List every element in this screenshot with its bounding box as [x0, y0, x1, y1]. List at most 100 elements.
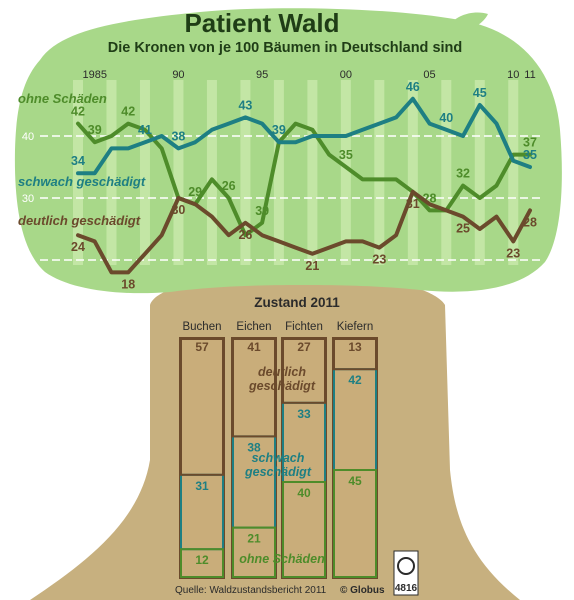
data-label: 30	[171, 203, 185, 217]
year-stripe	[374, 80, 385, 265]
year-stripe	[273, 80, 284, 265]
data-label: 21	[305, 259, 319, 273]
data-label: 26	[222, 179, 236, 193]
data-label: 46	[406, 80, 420, 94]
bar-segment-deutlich	[180, 338, 224, 476]
series-line	[76, 189, 532, 275]
year-stripe	[240, 80, 251, 265]
data-label: 41	[138, 123, 152, 137]
y-tick-label: 40	[22, 131, 34, 143]
x-tick-label: 11	[524, 69, 535, 81]
bar-value-schwach: 38	[247, 440, 261, 454]
bar-category-label: Eichen	[236, 321, 271, 333]
chart-title: Patient Wald	[184, 8, 339, 38]
data-label: 35	[523, 148, 537, 162]
data-label: 26	[238, 228, 252, 242]
x-tick-label: 95	[256, 69, 268, 81]
year-stripe	[307, 80, 318, 265]
x-tick-label: 05	[423, 69, 435, 81]
bar-segment-ohne	[232, 526, 276, 578]
segment-label-deutlich: geschädigt	[248, 379, 316, 393]
bar-value-ohne: 21	[247, 532, 261, 546]
data-label: 43	[238, 98, 252, 112]
data-label: 45	[473, 86, 487, 100]
data-label: 42	[121, 105, 135, 119]
series-line	[76, 96, 532, 176]
bar-segment-ohne	[180, 548, 224, 579]
data-label: 24	[71, 240, 85, 254]
year-stripe	[206, 80, 217, 265]
leaf-icon	[448, 12, 488, 31]
bar-segment-ohne	[282, 481, 326, 578]
y-tick-label: 20	[22, 255, 34, 267]
data-label: 25	[456, 222, 470, 236]
data-label: 40	[439, 111, 453, 125]
year-stripe	[340, 80, 351, 265]
segment-label-deutlich: deutlich	[258, 365, 306, 379]
bar-value-schwach: 31	[195, 479, 209, 493]
segment-label-ohne: ohne Schäden	[239, 552, 325, 566]
data-label: 39	[88, 123, 102, 137]
x-tick-label: 10	[507, 69, 519, 81]
data-label: 39	[255, 204, 269, 218]
publisher-name: © Globus	[340, 585, 385, 596]
year-stripe	[407, 80, 418, 265]
data-label: 42	[71, 105, 85, 119]
data-label: 31	[406, 197, 420, 211]
data-label: 34	[71, 154, 85, 168]
x-tick-label: 90	[172, 69, 184, 81]
year-stripe	[508, 80, 519, 265]
bar-outline	[281, 337, 327, 579]
data-label: 28	[523, 215, 537, 229]
bar-value-ohne: 45	[348, 474, 362, 488]
source-note: Quelle: Waldzustandsbericht 2011	[175, 585, 327, 596]
data-label: 38	[171, 129, 185, 143]
data-label: 39	[272, 123, 286, 137]
bar-segment-deutlich	[232, 338, 276, 438]
bar-value-deutlich: 13	[348, 340, 362, 354]
series-name-label: schwach geschädigt	[18, 174, 146, 189]
series-name-label: ohne Schäden	[18, 91, 107, 106]
year-stripe	[474, 80, 485, 265]
segment-label-schwach: schwach	[252, 451, 305, 465]
data-label: 29	[188, 185, 202, 199]
bar-value-deutlich: 41	[247, 340, 261, 354]
bar-value-deutlich: 27	[297, 340, 311, 354]
year-stripe	[106, 80, 117, 265]
bar-outline	[231, 337, 277, 579]
year-stripe	[139, 80, 150, 265]
globus-logo-number: 4816	[395, 583, 418, 594]
bar-value-schwach: 42	[348, 373, 362, 387]
globus-logo: 4816	[393, 550, 419, 596]
data-label: 23	[506, 246, 520, 260]
x-tick-label: 00	[340, 69, 352, 81]
data-label: 35	[339, 148, 353, 162]
data-label: 23	[372, 253, 386, 267]
series-name-label: deutlich geschädigt	[18, 213, 141, 228]
data-label: 37	[523, 136, 537, 150]
bar-segment-deutlich	[333, 338, 377, 371]
bar-category-label: Kiefern	[337, 321, 373, 333]
year-stripe	[441, 80, 452, 265]
bar-value-ohne: 40	[297, 486, 311, 500]
data-label: 32	[456, 167, 470, 181]
bar-outline	[179, 337, 225, 579]
y-tick-label: 30	[22, 193, 34, 205]
bar-value-schwach: 33	[297, 407, 311, 421]
tree-crown	[14, 8, 562, 294]
segment-label-schwach: geschädigt	[244, 465, 312, 479]
bar-category-label: Buchen	[182, 321, 221, 333]
bar-value-ohne: 12	[195, 553, 209, 567]
globus-logo-circle	[397, 557, 415, 575]
x-tick-label: 1985	[82, 69, 106, 81]
bar-category-label: Fichten	[285, 321, 323, 333]
bar-chart-title: Zustand 2011	[254, 295, 340, 310]
bar-value-deutlich: 57	[195, 340, 209, 354]
chart-subtitle: Die Kronen von je 100 Bäumen in Deutschl…	[108, 40, 463, 56]
data-label: 18	[121, 277, 135, 291]
bar-segment-ohne	[333, 469, 377, 578]
year-stripe	[173, 80, 184, 265]
